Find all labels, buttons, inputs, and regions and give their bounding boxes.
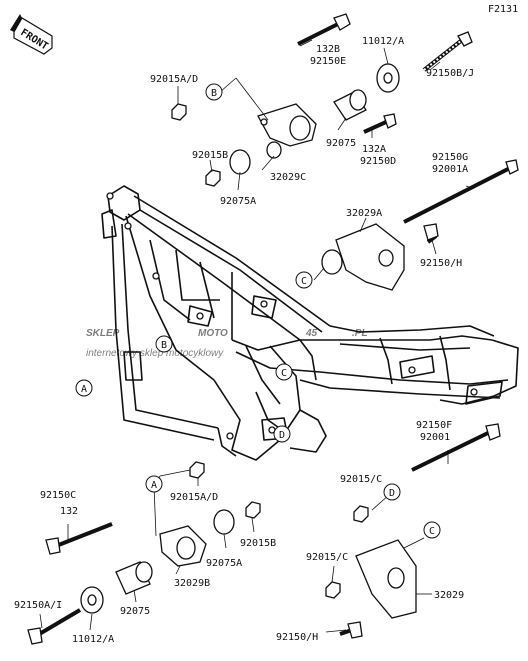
callout-c-frame-label: C [281, 368, 287, 379]
part-label: 92015A/D [150, 74, 198, 85]
part-label: 92150/H [420, 258, 462, 269]
callout-c-upper-label: C [301, 276, 307, 287]
part-label: 32029 [434, 590, 464, 601]
part-label: 92150F [416, 420, 452, 431]
part-label: 92150E [310, 56, 346, 67]
watermark: SKLEP MOTO 45 .PL internetowy sklep moto… [86, 328, 368, 359]
bracket-32029b-icon [159, 525, 207, 567]
part-label: 92150C [40, 490, 76, 501]
bracket-32029-icon [355, 539, 417, 619]
part-label: 32029A [346, 208, 382, 219]
part-label: 92075 [120, 606, 150, 617]
part-label: 92075 [326, 138, 356, 149]
part-label: 92150B/J [426, 68, 474, 79]
bolt-92150h-lower-icon [339, 621, 363, 639]
nut-92015c-icon [353, 505, 369, 523]
part-label: 92001A [432, 164, 468, 175]
part-label: 92075A [220, 196, 256, 207]
part-label: 92150D [360, 156, 396, 167]
callout-b-upper: B [205, 83, 223, 101]
motorcycle-frame [101, 185, 519, 461]
bolt-92150d-icon [363, 113, 397, 134]
part-label: 92015B [192, 150, 228, 161]
bolt-92150c-icon [45, 522, 113, 555]
callout-a-frame-label: A [81, 384, 87, 395]
nut-92015b-lower-icon [245, 501, 261, 519]
nut-92015c-lower-icon [325, 581, 341, 599]
bracket-32029a-icon [321, 223, 405, 291]
bolt-92150e-icon [297, 13, 351, 46]
bolt-92150a-icon [27, 608, 82, 645]
nut-92015a-lower-icon [189, 461, 205, 479]
diagram-code: F2131 [488, 4, 518, 15]
watermark-part-4: .PL [352, 328, 368, 339]
part-label: 92015A/D [170, 492, 218, 503]
part-label: 92015/C [340, 474, 382, 485]
front-arrow-icon: FRONT [10, 14, 53, 55]
part-label: 92075A [206, 558, 242, 569]
part-label: 92150A/I [14, 600, 62, 611]
watermark-tagline: internetowy sklep motocyklowy [86, 348, 224, 359]
bolt-92150b-icon [422, 31, 473, 72]
part-label: 11012/A [362, 36, 404, 47]
watermark-part-3: 45 [305, 328, 318, 339]
collar-11012a-lower-icon [80, 586, 104, 614]
collar-11012a-icon [376, 63, 400, 93]
part-label: 32029B [174, 578, 210, 589]
callout-a-frame: A [75, 379, 93, 397]
bolt-92150h-icon [423, 223, 439, 244]
callout-d-lower: D [383, 483, 401, 501]
part-label: 11012/A [72, 634, 114, 645]
callout-a-lower: A [145, 475, 163, 493]
nut-92015a-icon [171, 103, 187, 121]
callout-b-frame-label: B [161, 340, 167, 351]
callout-c-lower-label: C [429, 526, 435, 537]
spacer-92075-icon [333, 89, 367, 121]
spacer-92075-lower-icon [115, 561, 153, 595]
callout-d-frame: D [273, 425, 291, 443]
callout-b-upper-label: B [211, 88, 217, 99]
part-labels: 132B 92150E 11012/A 92150B/J 92015A/D 92… [14, 36, 474, 645]
callout-c-frame: C [275, 363, 293, 381]
part-label: 92150G [432, 152, 468, 163]
callout-d-frame-label: D [279, 430, 285, 441]
bracket-32029c-icon [257, 103, 317, 159]
part-label: 132B [316, 44, 340, 55]
bolt-92001a-icon [403, 159, 519, 224]
callout-b-frame: B [155, 335, 173, 353]
nut-92015b-icon [205, 169, 221, 187]
watermark-part-1: SKLEP [86, 328, 120, 339]
callout-c-lower: C [423, 521, 441, 539]
leader-lines [39, 39, 473, 633]
bolt-92001-icon [411, 423, 501, 472]
watermark-part-2: MOTO [198, 328, 228, 339]
spacer-92075a-lower-icon [213, 509, 235, 535]
part-label: 92150/H [276, 632, 318, 643]
spacer-92075a-icon [229, 149, 251, 175]
callout-d-lower-label: D [389, 488, 395, 499]
part-label: 92001 [420, 432, 450, 443]
part-label: 92015B [240, 538, 276, 549]
part-label: 132A [362, 144, 386, 155]
part-label: 32029C [270, 172, 306, 183]
callout-c-upper: C [295, 271, 313, 289]
part-label: 92015/C [306, 552, 348, 563]
part-label: 132 [60, 506, 78, 517]
callout-a-lower-label: A [151, 480, 157, 491]
